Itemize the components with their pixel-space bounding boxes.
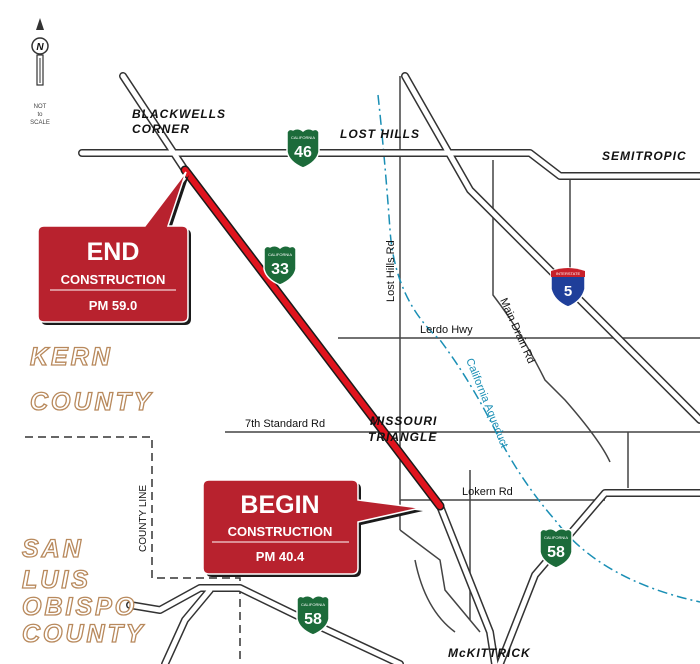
place-mckittrick: McKITTRICK (448, 646, 531, 660)
route-33-shield: CALIFORNIA 33 (263, 244, 297, 286)
road-main-drain: Main Drain Rd (497, 296, 537, 365)
begin-callout-postmile: PM 40.4 (256, 549, 305, 564)
route-33-shield-top: CALIFORNIA (268, 252, 292, 257)
california-aqueduct (377, 94, 700, 603)
begin-callout-subtitle: CONSTRUCTION (228, 524, 333, 539)
county-line-label: COUNTY LINE (138, 485, 149, 552)
interstate-5-shield: INTERSTATE 5 (550, 267, 586, 308)
end-callout-subtitle: CONSTRUCTION (61, 272, 166, 287)
county-slo-line3: OBISPO (22, 593, 137, 621)
north-arrow-shaft (36, 18, 44, 30)
road-aqueduct-label: California Aqueduct (463, 357, 510, 450)
road-lerdo-hwy: Lerdo Hwy (420, 324, 473, 336)
route-46-shield: CALIFORNIA 46 (286, 127, 320, 169)
route-33-number: 33 (271, 261, 289, 278)
place-lost-hills: LOST HILLS (340, 127, 420, 141)
route-46-shield-top: CALIFORNIA (291, 135, 315, 140)
end-callout-title: END (87, 238, 140, 266)
end-construction-callout: END CONSTRUCTION PM 59.0 (37, 171, 191, 325)
route-46-number: 46 (294, 144, 312, 161)
not-to-scale-line1: NOT (34, 104, 47, 110)
north-arrow-circle (31, 37, 49, 55)
not-to-scale-line3: SCALE (30, 120, 50, 126)
north-arrow: N NOT to SCALE (30, 18, 50, 126)
route-58-south-shield-top: CALIFORNIA (301, 602, 325, 607)
local-road-west-loop (414, 559, 456, 633)
interstate-5-number: 5 (564, 283, 572, 300)
road-lost-hills-rd: Lost Hills Rd (385, 240, 397, 302)
road-lokern: Lokern Rd (462, 486, 513, 498)
route-58-east-casing (496, 489, 700, 664)
place-blackwells-line2: CORNER (132, 122, 190, 136)
route-58-east-shield: CALIFORNIA 58 (539, 527, 573, 569)
highways-outline (78, 72, 700, 664)
main-drain-rd-line (492, 160, 611, 463)
place-missouri-line2: TRIANGLE (368, 430, 437, 444)
interstate-5-casing (401, 72, 700, 424)
construction-segment-fill (182, 167, 443, 509)
place-blackwells-line1: BLACKWELLS (132, 107, 226, 121)
route-58-east-number: 58 (547, 544, 565, 561)
county-slo-line1: SAN (22, 535, 84, 563)
interstate-5-shield-top: INTERSTATE (556, 271, 581, 276)
route-58-east-shield-top: CALIFORNIA (544, 535, 568, 540)
county-kern-line2: COUNTY (30, 388, 154, 416)
place-missouri-line1: MISSOURI (370, 414, 437, 428)
route-58-south-shield: CALIFORNIA 58 (296, 594, 330, 636)
county-slo-line4: COUNTY (22, 620, 146, 648)
north-arrow-letter: N (36, 42, 44, 53)
place-semitropic: SEMITROPIC (602, 149, 687, 163)
begin-callout-title: BEGIN (240, 491, 319, 519)
local-road-south (399, 529, 481, 633)
county-kern-line1: KERN (30, 343, 113, 371)
route-58-south-number: 58 (304, 611, 322, 628)
not-to-scale-line2: to (37, 112, 43, 118)
end-callout-postmile: PM 59.0 (89, 298, 137, 313)
highways-fill (79, 73, 700, 664)
road-seventh-standard: 7th Standard Rd (245, 418, 325, 430)
county-slo-line2: LUIS (22, 566, 91, 594)
county-boundary (25, 436, 241, 664)
begin-construction-callout: BEGIN CONSTRUCTION PM 40.4 (202, 479, 423, 577)
